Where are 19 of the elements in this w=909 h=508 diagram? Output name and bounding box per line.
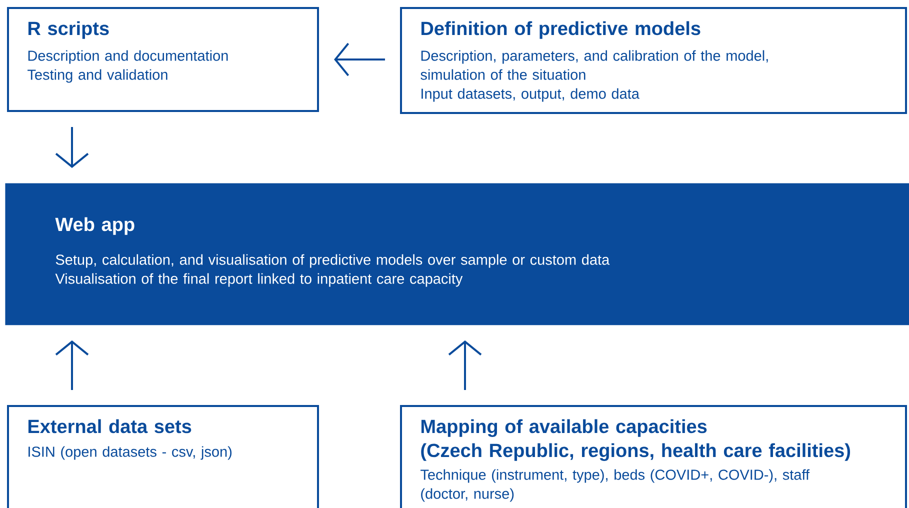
content-box xyxy=(400,7,908,114)
description-text: Visualisation of the final report linked to inpatient care capacity xyxy=(55,273,463,287)
heading: Mapping of available capacities xyxy=(421,419,707,437)
description-text: Description and documentation xyxy=(28,50,228,64)
content-band xyxy=(5,183,909,326)
description-text: Testing and validation xyxy=(28,69,168,83)
description-text: Setup, calculation, and visualisation of predictive models over sample or custom data xyxy=(56,254,610,268)
heading: Definition of predictive models xyxy=(421,21,700,39)
heading: Web app xyxy=(55,217,134,235)
content-box xyxy=(7,405,319,508)
description-text: Technique (instrument, type), beds (COVID+, COVID-), staff (doctor, nurse) xyxy=(420,469,810,502)
content-box xyxy=(400,405,908,508)
description-text: Description, parameters, and calibration of the model, simulation of the situation xyxy=(420,50,768,80)
content-box xyxy=(7,7,319,112)
heading: R scripts xyxy=(28,21,109,39)
heading: External data sets xyxy=(28,419,192,434)
description-text: ISIN (open datasets - csv, json) xyxy=(28,446,232,460)
heading: (Czech Republic, regions, health care facilities) xyxy=(421,443,850,461)
description-text: Input datasets, output, demo data xyxy=(422,88,640,102)
